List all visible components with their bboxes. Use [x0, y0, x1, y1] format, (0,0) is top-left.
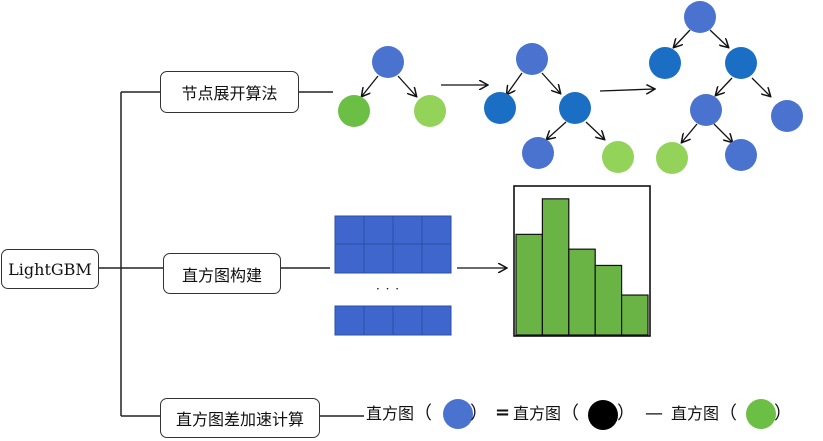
- formula-paren-open: （: [561, 403, 579, 424]
- formula-term-1: 直方图: [366, 404, 415, 423]
- tree-edge: [716, 77, 733, 95]
- formula-circle-green: [746, 399, 776, 429]
- tree-node-green: [338, 95, 370, 127]
- tree-edge: [713, 123, 732, 142]
- tree-node-blue-dark: [559, 92, 591, 124]
- tree-stage-1: [338, 46, 446, 127]
- feature-grid-last-row: [334, 305, 452, 336]
- formula-circle-blue: [443, 399, 473, 429]
- tree-node-blue: [771, 100, 803, 132]
- tree-edge: [507, 72, 523, 94]
- tree-node-blue-dark: [725, 47, 757, 79]
- tree-edge: [682, 123, 698, 142]
- tree-node-green: [602, 141, 634, 173]
- tree-edge: [674, 29, 691, 47]
- tree-node-blue-dark: [649, 47, 681, 79]
- grid-ellipsis: · · ·: [376, 282, 401, 296]
- root-node-label: LightGBM: [8, 259, 92, 279]
- tree-edge: [397, 75, 416, 96]
- connector-lines: [99, 91, 364, 417]
- feature-grid: [334, 215, 452, 274]
- tree-stage-3: [649, 1, 803, 174]
- formula-circle-black: [588, 400, 618, 430]
- histogram-frame: [513, 185, 651, 337]
- branch-histogram-subtraction: 直方图差加速计算: [160, 398, 320, 438]
- tree-node-green: [656, 142, 688, 174]
- formula-term-2: 直方图: [513, 404, 562, 423]
- tree-edge: [751, 77, 770, 96]
- tree-edge: [585, 121, 604, 139]
- branch-node-expansion: 节点展开算法: [160, 71, 299, 113]
- root-node-lightgbm: LightGBM: [1, 249, 99, 289]
- stage-arrow: [599, 89, 654, 91]
- tree-stage-2: [484, 43, 634, 173]
- tree-edge: [362, 75, 379, 96]
- branch-label: 直方图构建: [181, 265, 262, 285]
- formula-term-3: 直方图: [671, 404, 720, 423]
- formula-minus: —: [645, 403, 663, 424]
- tree-edge: [541, 72, 560, 93]
- tree-node-blue: [684, 1, 716, 33]
- formula-paren-open: （: [414, 403, 432, 424]
- tree-node-blue-dark: [484, 92, 516, 124]
- histogram-bars: [515, 198, 649, 336]
- histogram-bar: [568, 248, 596, 336]
- tree-node-green: [414, 95, 446, 127]
- tree-edge: [547, 121, 567, 139]
- histogram-bar: [620, 294, 649, 336]
- tree-node-blue: [516, 43, 548, 75]
- histogram-bar: [515, 233, 543, 336]
- branch-label: 直方图差加速计算: [175, 410, 304, 429]
- formula-paren-close: ）: [617, 403, 635, 424]
- formula-paren-open: （: [719, 403, 737, 424]
- tree-edge: [709, 29, 728, 47]
- branch-histogram-build: 直方图构建: [163, 253, 281, 294]
- formula-paren-close: ）: [470, 403, 488, 424]
- tree-node-blue: [522, 137, 554, 169]
- tree-node-blue: [372, 46, 404, 78]
- formula-equals: =: [495, 402, 511, 423]
- histogram-bar: [594, 264, 623, 336]
- tree-node-blue: [725, 139, 757, 171]
- tree-node-blue: [690, 94, 722, 126]
- branch-label: 节点展开算法: [181, 84, 278, 103]
- formula-paren-close: ）: [774, 403, 792, 424]
- histogram-bar: [541, 198, 570, 336]
